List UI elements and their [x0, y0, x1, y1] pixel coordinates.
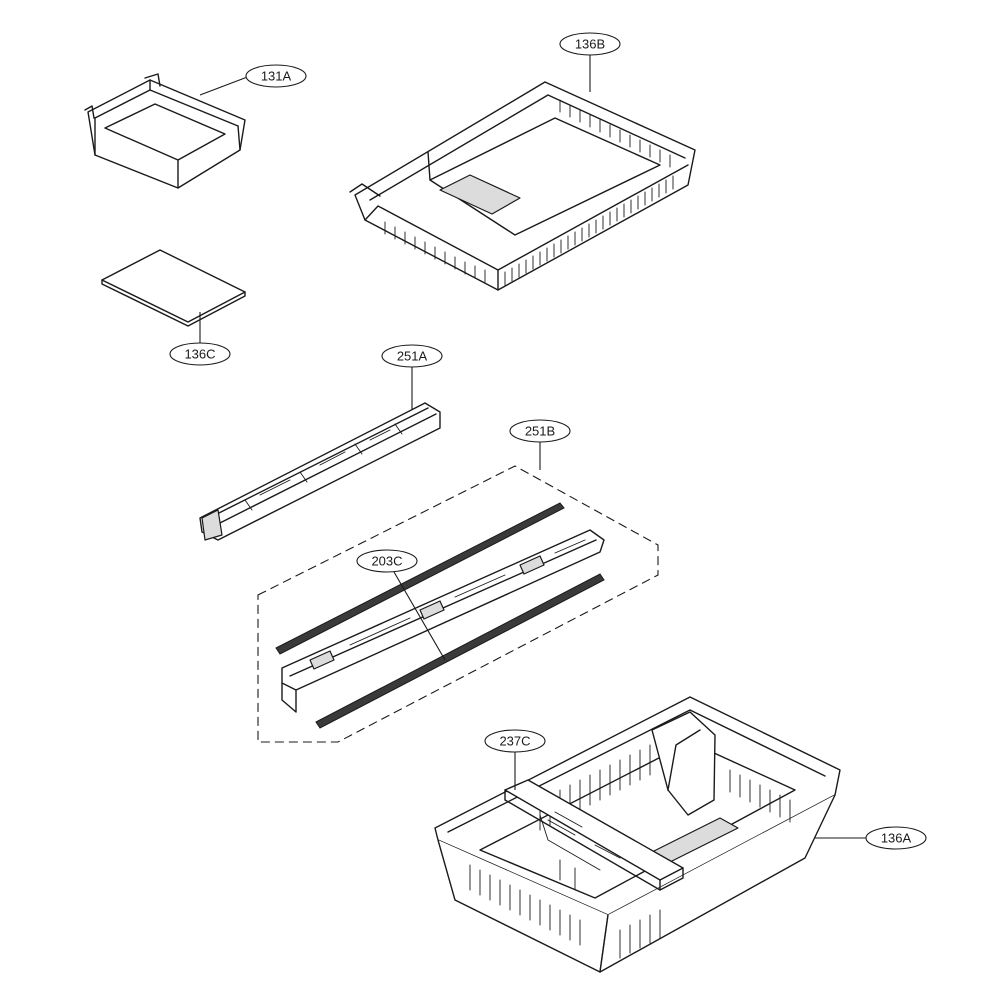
part-seal-strip-upper: [275, 502, 565, 655]
part-channel-bracket: [281, 529, 605, 713]
basket-136b-slots: [384, 99, 674, 286]
callout-251a: 251A: [381, 344, 443, 410]
callout-203c: 203C: [356, 549, 446, 661]
callout-136a: 136A: [815, 826, 927, 850]
part-136c-cover-plate: [101, 249, 246, 327]
part-237c-divider: [504, 779, 684, 891]
callout-251b: 251B: [509, 419, 571, 470]
svg-text:136B: 136B: [575, 37, 605, 52]
svg-text:251A: 251A: [397, 349, 428, 364]
svg-text:136C: 136C: [184, 347, 215, 362]
callout-131a: 131A: [199, 64, 307, 96]
part-136b-wide-basket: [349, 81, 696, 291]
part-251b-assembly-group: [257, 465, 659, 743]
svg-text:131A: 131A: [261, 69, 292, 84]
part-131a-small-bin: [84, 73, 246, 189]
callout-237c: 237C: [484, 729, 546, 790]
part-136a-large-basket: [434, 696, 841, 973]
part-seal-strip-lower: [315, 573, 605, 729]
callout-136b: 136B: [559, 32, 621, 92]
svg-text:251B: 251B: [525, 424, 555, 439]
svg-text:237C: 237C: [499, 734, 530, 749]
svg-text:136A: 136A: [881, 831, 912, 846]
svg-text:203C: 203C: [371, 554, 402, 569]
callout-136c: 136C: [169, 312, 231, 366]
part-251a-rail: [199, 402, 441, 541]
